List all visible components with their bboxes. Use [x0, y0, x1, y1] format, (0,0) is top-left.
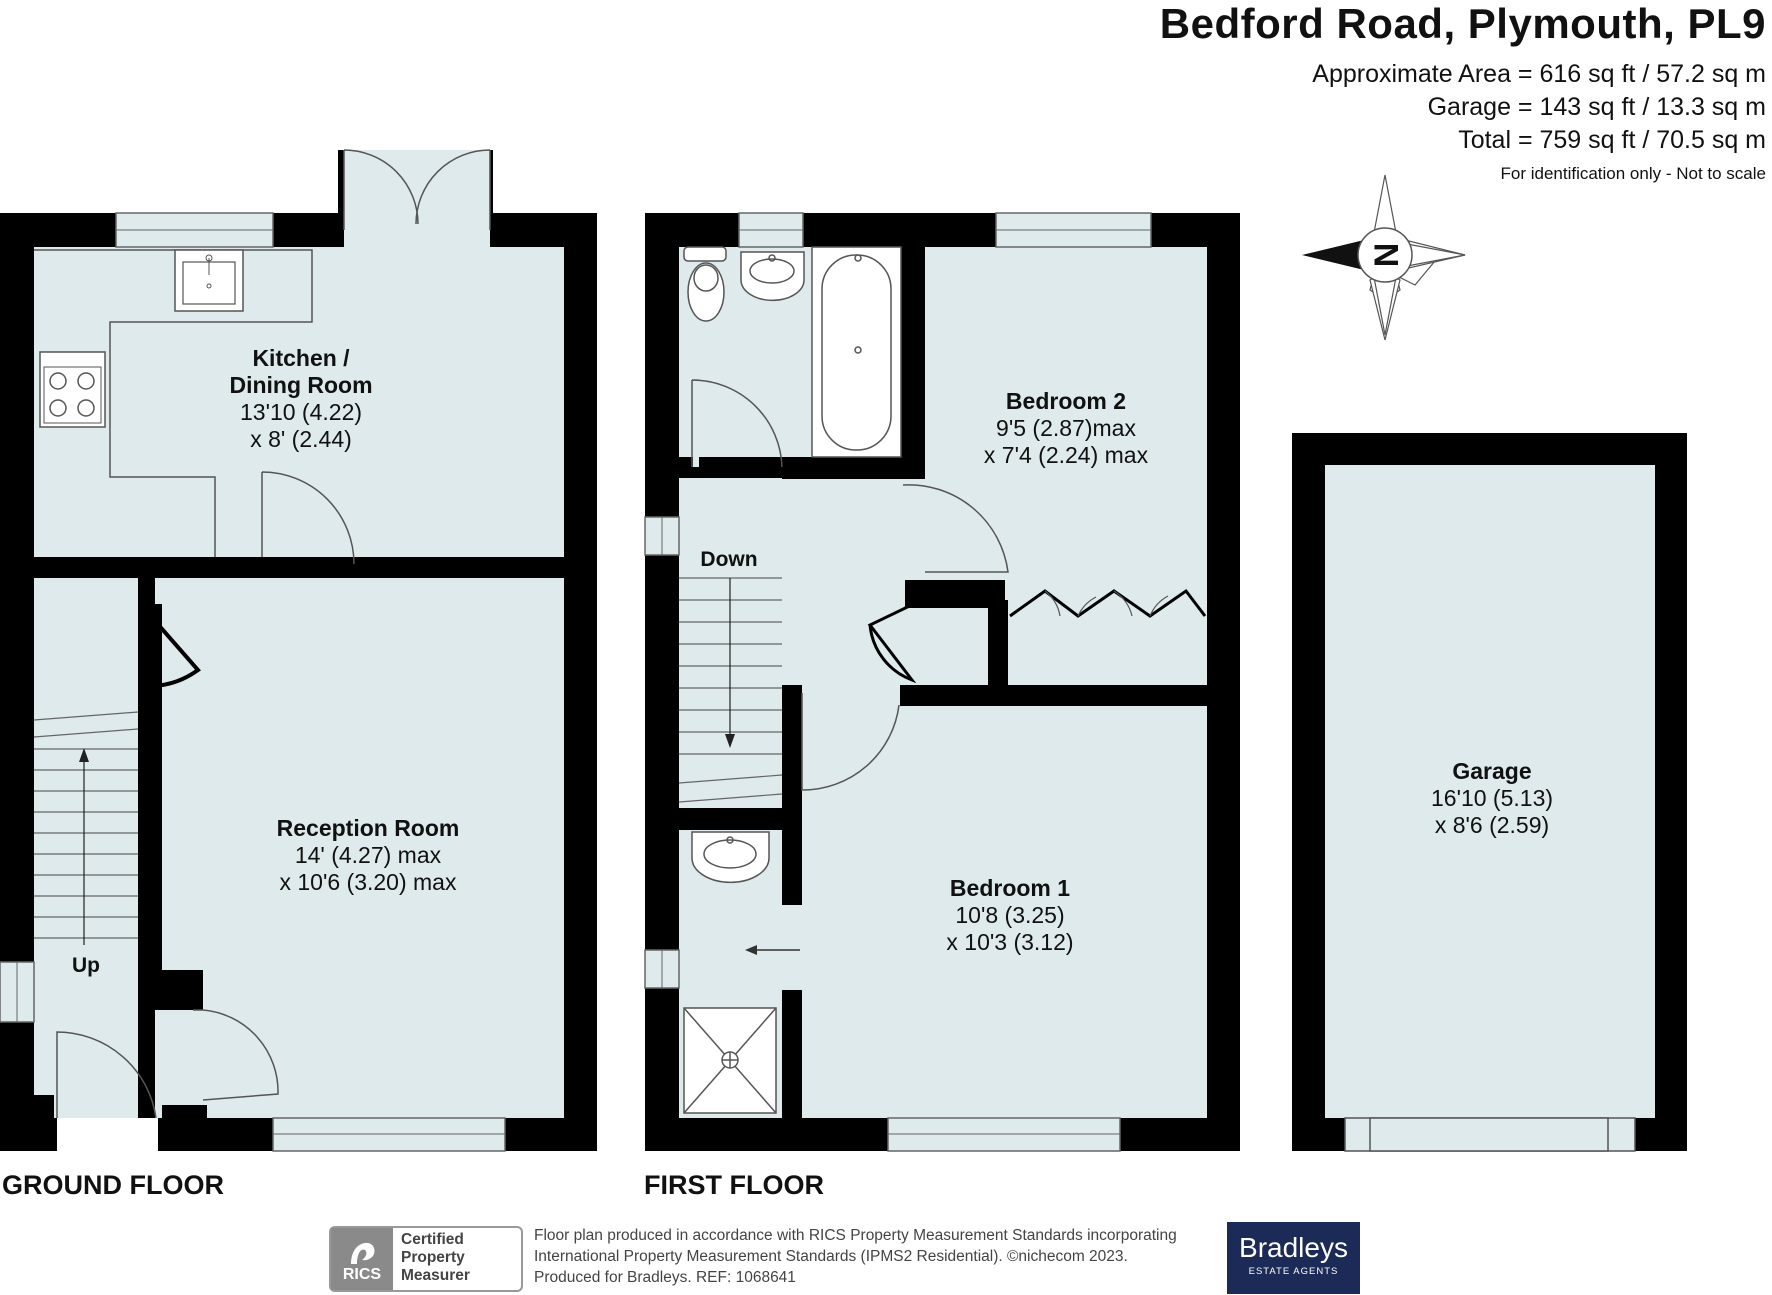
- bradleys-logo: Bradleys ESTATE AGENTS: [1227, 1222, 1360, 1294]
- kitchen-name-2: Dining Room: [229, 372, 372, 398]
- bedroom2-dim-2: x 7'4 (2.24) max: [984, 442, 1149, 468]
- ground-floor-label: GROUND FLOOR: [2, 1170, 224, 1200]
- front-door: [56, 1031, 157, 1119]
- footer-line-3: Produced for Bradleys. REF: 1068641: [534, 1269, 796, 1286]
- rics-lion-icon: [351, 1242, 375, 1264]
- rics-logo: RICS: [331, 1228, 393, 1290]
- garage-area: Garage = 143 sq ft / 13.3 sq m: [1427, 93, 1766, 121]
- stairs-up: [33, 711, 139, 945]
- hall-partition: [138, 604, 162, 979]
- footer-disclaimer: Floor plan produced in accordance with R…: [534, 1225, 1177, 1288]
- footer-line-1: Floor plan produced in accordance with R…: [534, 1227, 1177, 1244]
- rics-line-3: Measurer: [401, 1267, 470, 1284]
- rics-certification-badge: RICS Certified Property Measurer: [329, 1226, 523, 1292]
- bedroom2-door: [902, 484, 1009, 573]
- brand-subtitle: ESTATE AGENTS: [1248, 1266, 1339, 1277]
- first-floor-label: FIRST FLOOR: [644, 1170, 824, 1200]
- bedroom2-dim-1: 9'5 (2.87)max: [996, 415, 1136, 441]
- kitchen-dim-2: x 8' (2.44): [250, 426, 352, 452]
- bedroom1-door: [801, 693, 900, 791]
- reception-door: [193, 1009, 279, 1101]
- understairs-cupboard-door: [146, 611, 201, 688]
- garage-dim-1: 16'10 (5.13): [1431, 785, 1553, 811]
- garage-plan: [1292, 433, 1687, 1152]
- kitchen-name-1: Kitchen /: [252, 345, 350, 371]
- garage-dim-2: x 8'6 (2.59): [1435, 812, 1549, 838]
- toilet: [683, 246, 727, 322]
- bedroom1-name: Bedroom 1: [950, 875, 1070, 901]
- ground-floor-plan: [0, 149, 597, 1152]
- bedroom1-dim-1: 10'8 (3.25): [955, 902, 1064, 928]
- kitchen-hob: [39, 351, 106, 428]
- rics-badge-text: RICS: [342, 1266, 382, 1283]
- stairs-down: [678, 577, 783, 803]
- reception-dim-2: x 10'6 (3.20) max: [280, 869, 457, 895]
- kitchen-dim-1: 13'10 (4.22): [240, 399, 362, 425]
- reception-dim-1: 14' (4.27) max: [295, 842, 442, 868]
- garage-name: Garage: [1452, 758, 1531, 784]
- footer-line-2: International Property Measurement Stand…: [534, 1248, 1128, 1265]
- approximate-area: Approximate Area = 616 sq ft / 57.2 sq m: [1312, 60, 1766, 88]
- ensuite-basin: [691, 831, 770, 884]
- kitchen-bay-floor: [344, 150, 490, 250]
- rics-line-1: Certified: [401, 1231, 464, 1248]
- bedroom2-name: Bedroom 2: [1006, 388, 1126, 414]
- french-door-right: [415, 149, 491, 230]
- scale-note: For identification only - Not to scale: [1500, 164, 1766, 183]
- cupboard-door: [867, 598, 923, 684]
- garage-floor: [1325, 465, 1655, 1118]
- brand-name: Bradleys: [1239, 1232, 1348, 1263]
- french-door-left: [343, 149, 419, 230]
- hallway-floor: [34, 578, 138, 1118]
- bath: [811, 246, 902, 458]
- compass-n-label: N: [1368, 243, 1406, 268]
- reception-name: Reception Room: [277, 815, 460, 841]
- hall-partition-foot: [138, 970, 203, 1010]
- bedroom1-dim-2: x 10'3 (3.12): [946, 929, 1073, 955]
- bathroom-basin: [740, 251, 805, 302]
- kitchen-floor: [34, 247, 564, 557]
- stairs-up-label: Up: [72, 954, 100, 977]
- kitchen-sink: [174, 249, 244, 312]
- stairs-down-label: Down: [700, 548, 757, 571]
- shower-tray: [683, 1007, 777, 1114]
- bedroom1-floor: [802, 706, 1207, 1118]
- first-floor-plan: [644, 212, 1240, 1152]
- bathroom-door: [691, 379, 783, 468]
- compass: N: [1302, 174, 1466, 341]
- rics-line-2: Property: [401, 1249, 465, 1266]
- property-title: Bedford Road, Plymouth, PL9: [1159, 0, 1766, 47]
- total-area: Total = 759 sq ft / 70.5 sq m: [1458, 126, 1766, 154]
- kitchen-door: [261, 471, 355, 565]
